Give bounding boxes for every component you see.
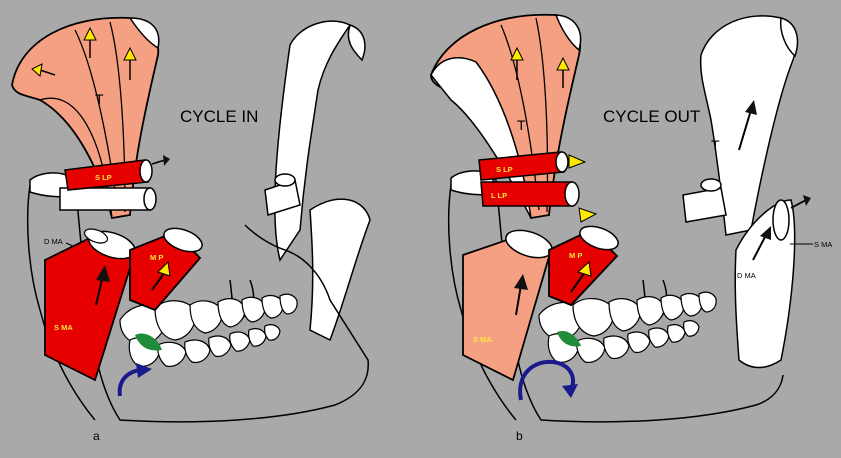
far-masseter-top bbox=[773, 200, 789, 240]
label-far-dma: D MA bbox=[737, 271, 756, 280]
label-temporalis: T bbox=[517, 117, 526, 133]
panel-a-svg: T S LP D MA bbox=[0, 0, 421, 458]
label-slp: S LP bbox=[95, 173, 112, 182]
label-ilp: L LP bbox=[491, 191, 507, 200]
slp-end bbox=[556, 152, 568, 172]
label-sma: S MA bbox=[54, 323, 73, 332]
medial-pterygoid-plate bbox=[60, 188, 150, 210]
panel-b-title: CYCLE OUT bbox=[603, 107, 700, 126]
panel-b-svg: T D MA S MA bbox=[421, 0, 841, 458]
panel-a-title: CYCLE IN bbox=[180, 107, 258, 126]
label-mp: M P bbox=[569, 251, 582, 260]
ilp-end bbox=[565, 182, 579, 206]
panel-b-letter: b bbox=[516, 429, 523, 443]
slp-end bbox=[140, 160, 152, 182]
label-slp: S LP bbox=[496, 165, 513, 174]
far-pterygoid-end bbox=[275, 174, 295, 186]
label-far-sma: S MA bbox=[814, 240, 832, 249]
label-temporalis: T bbox=[95, 91, 104, 107]
label-mp: M P bbox=[150, 253, 163, 262]
label-deep-masseter: D MA bbox=[44, 237, 63, 246]
label-far-temporalis: T bbox=[711, 137, 720, 153]
far-lp-end bbox=[701, 179, 721, 191]
panel-a-letter: a bbox=[93, 429, 100, 443]
panel-a: T S LP D MA bbox=[0, 0, 421, 458]
label-sma: S MA bbox=[473, 335, 492, 344]
plate-end bbox=[144, 188, 156, 210]
panel-b: T D MA S MA bbox=[421, 0, 841, 458]
